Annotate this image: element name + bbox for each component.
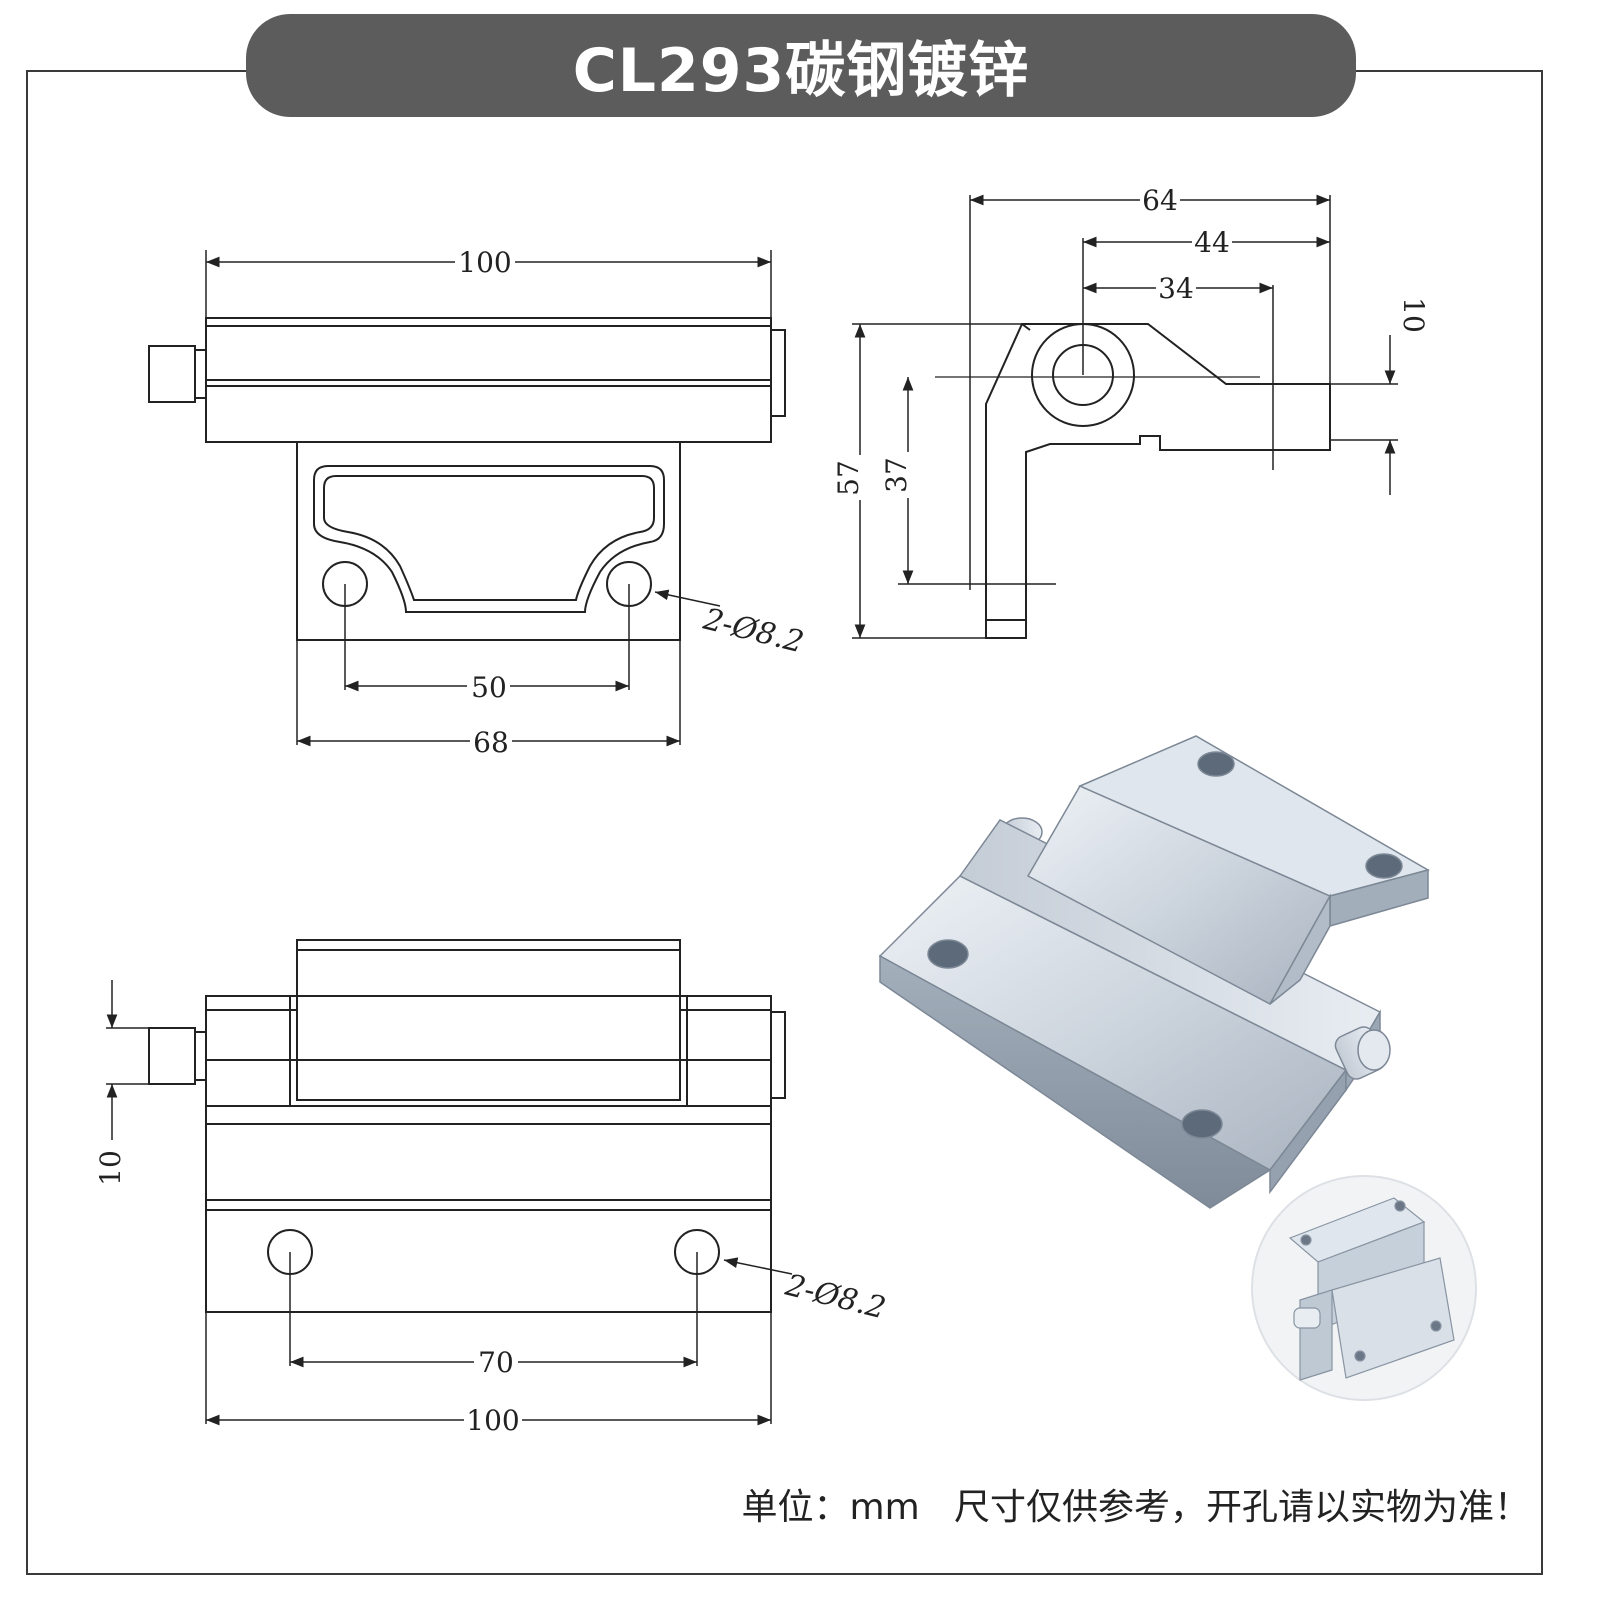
dim-top-width: 100	[458, 246, 511, 279]
side-view	[852, 194, 1398, 639]
top-view	[148, 250, 786, 747]
dim-side-thickness: 10	[1397, 297, 1430, 333]
dim-side-pivot-height: 37	[880, 457, 913, 493]
dim-front-total-width: 100	[466, 1404, 519, 1437]
dim-front-hole-spacing: 70	[478, 1346, 514, 1379]
inset-photo	[1251, 1175, 1477, 1401]
product-photo	[878, 735, 1430, 1209]
dim-top-base-width: 68	[473, 726, 509, 759]
dim-side-total-height: 57	[832, 460, 865, 496]
dim-top-hole-spacing: 50	[471, 671, 507, 704]
dim-side-pivot-to-line: 34	[1158, 272, 1194, 305]
front-view	[106, 939, 793, 1426]
dim-front-pin-offset: 10	[94, 1150, 127, 1186]
page-title: CL293碳钢镀锌	[572, 36, 1030, 106]
dim-side-total-width: 64	[1142, 184, 1178, 217]
note-top-holes: 2-Ø8.2	[699, 602, 807, 661]
footer-note: 单位：mm 尺寸仅供参考，开孔请以实物为准！	[741, 1487, 1530, 1528]
note-front-holes: 2-Ø8.2	[781, 1268, 889, 1327]
title-bar: CL293碳钢镀锌	[246, 14, 1356, 117]
dim-side-pivot-to-end: 44	[1194, 226, 1230, 259]
